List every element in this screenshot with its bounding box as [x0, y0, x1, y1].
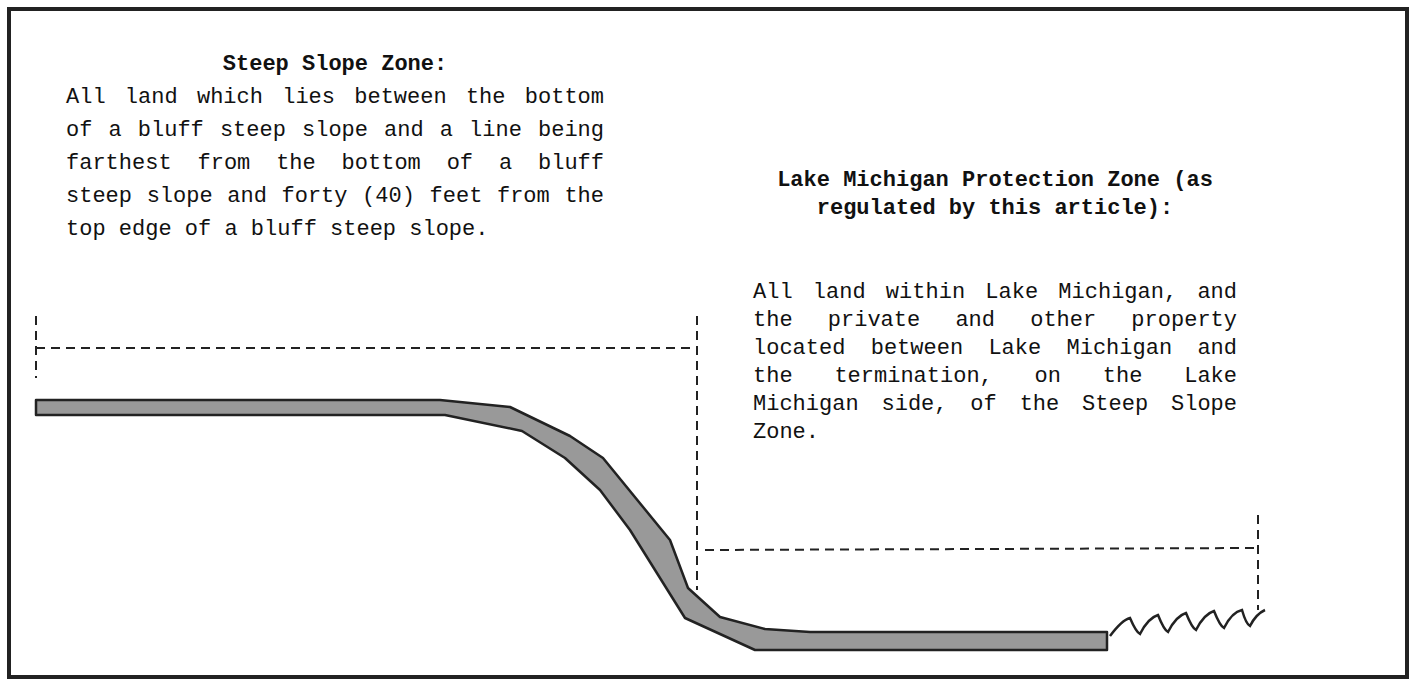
lake-waves — [1110, 610, 1265, 636]
zone-heading: Steep Slope Zone: — [66, 48, 604, 81]
zone-description: All land which lies between the bottom o… — [66, 81, 604, 246]
zone-description: All land within Lake Michigan, and the p… — [753, 279, 1237, 447]
zone-heading: Lake Michigan Protection Zone (as regula… — [740, 167, 1250, 223]
bluff-profile — [36, 400, 1107, 650]
frame-border — [9, 9, 1407, 677]
